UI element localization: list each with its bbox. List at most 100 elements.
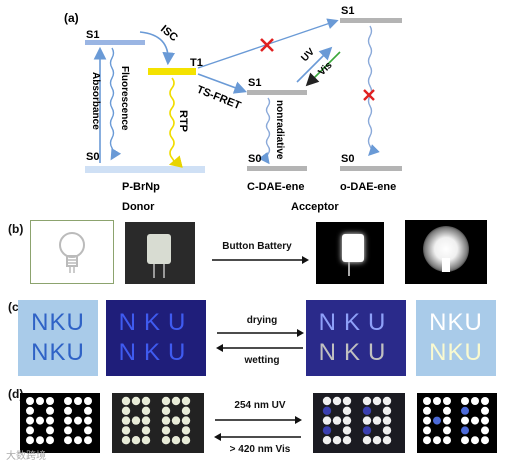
drying-label: drying xyxy=(246,315,278,326)
matrix-dot xyxy=(332,396,342,406)
nku-photo-uv: NKU NKU xyxy=(106,300,206,376)
matrix-dot xyxy=(322,436,332,445)
matrix-dot xyxy=(481,397,489,405)
uv-arrow xyxy=(296,46,333,83)
matrix-dot xyxy=(481,436,489,445)
matrix-dot xyxy=(443,406,451,415)
matrix-dot xyxy=(443,436,451,445)
drying-arrow xyxy=(217,329,304,337)
open-acceptor-name: o-DAE-ene xyxy=(340,181,396,193)
matrix-dot xyxy=(121,426,131,435)
matrix-dot xyxy=(443,426,451,435)
acceptor-role: Acceptor xyxy=(291,201,339,213)
matrix-dot xyxy=(461,426,469,435)
open-s0-level xyxy=(340,166,402,171)
uv-switch-arrow xyxy=(215,416,302,424)
nku-text: NKU xyxy=(429,339,483,366)
matrix-dot xyxy=(171,436,181,445)
matrix-dot xyxy=(181,416,191,425)
matrix-dot xyxy=(121,416,131,425)
dot-display-switched xyxy=(417,393,497,453)
matrix-dot xyxy=(362,426,372,435)
matrix-dot xyxy=(141,426,151,435)
matrix-dot xyxy=(471,397,479,405)
matrix-dot xyxy=(84,436,92,445)
energy-diagram: (a) S1 S0 T1 S1 S0 S1 S0 ISC Absorbance … xyxy=(64,5,402,213)
fluorescence-label: Fluorescence xyxy=(119,66,130,131)
nku-photo-dried: NKU NKU xyxy=(306,300,406,376)
nku-text: NKU xyxy=(31,309,85,336)
matrix-dot xyxy=(342,426,352,435)
nku-text: NKU xyxy=(429,309,483,336)
matrix-dot xyxy=(131,436,141,445)
matrix-dot xyxy=(36,397,44,405)
dot-photo-2-dots xyxy=(322,396,392,445)
matrix-dot xyxy=(161,396,171,406)
open-s1-level xyxy=(340,18,402,23)
state-label: S1 xyxy=(86,29,99,41)
matrix-dot xyxy=(131,416,141,425)
matrix-dot xyxy=(461,436,469,445)
matrix-dot xyxy=(161,416,171,425)
matrix-dot xyxy=(423,406,431,415)
matrix-dot xyxy=(471,436,479,445)
matrix-dot xyxy=(84,416,92,425)
state-label: S1 xyxy=(341,5,354,17)
nku-text: NKU xyxy=(118,339,194,366)
matrix-dot xyxy=(382,406,392,415)
matrix-dot xyxy=(481,406,489,415)
donor-name: P-BrNp xyxy=(122,181,160,193)
matrix-dot xyxy=(36,416,44,425)
absorbance-label: Absorbance xyxy=(90,72,101,130)
state-label: S1 xyxy=(248,77,261,89)
matrix-dot xyxy=(171,416,181,425)
matrix-dot xyxy=(433,436,441,445)
closed-acceptor-name: C-DAE-ene xyxy=(247,181,304,193)
matrix-dot xyxy=(141,436,151,445)
matrix-dot xyxy=(362,416,372,425)
panel-d-label: (d) xyxy=(8,387,24,401)
isc-arrow xyxy=(139,31,176,66)
matrix-dot xyxy=(141,406,151,415)
vis-switch-arrow xyxy=(214,433,301,441)
glowing-bulb-photo xyxy=(405,220,487,284)
panel-b-label: (b) xyxy=(8,222,24,236)
matrix-dot xyxy=(342,416,352,425)
matrix-dot xyxy=(46,426,54,435)
closed-s0-level xyxy=(247,166,307,171)
matrix-dot xyxy=(181,436,191,445)
state-label: T1 xyxy=(190,57,203,69)
matrix-dot xyxy=(322,396,332,406)
matrix-dot xyxy=(461,406,469,415)
matrix-dot xyxy=(46,416,54,425)
fluorescence-wave xyxy=(109,47,122,161)
matrix-dot xyxy=(74,397,82,405)
matrix-dot xyxy=(121,436,131,445)
matrix-dot xyxy=(161,406,171,415)
matrix-dot xyxy=(26,426,34,435)
uv-condition-label: 254 nm UV xyxy=(234,400,286,411)
nku-pattern-switched: NKU NKU xyxy=(416,300,496,376)
matrix-dot xyxy=(64,416,72,425)
matrix-dot xyxy=(26,406,34,415)
nku-text: NKU xyxy=(318,339,394,366)
uv-label: UV xyxy=(299,46,317,64)
matrix-dot xyxy=(342,396,352,406)
donor-role: Donor xyxy=(122,201,155,213)
matrix-dot xyxy=(443,397,451,405)
matrix-dot xyxy=(64,397,72,405)
matrix-dot xyxy=(382,436,392,445)
matrix-dot xyxy=(362,436,372,445)
matrix-dot xyxy=(131,396,141,406)
vis-arrow xyxy=(305,51,341,87)
matrix-dot xyxy=(141,416,151,425)
donor-s1-level xyxy=(85,40,145,45)
matrix-dot xyxy=(423,416,431,425)
matrix-dot xyxy=(471,416,479,425)
matrix-dot xyxy=(161,436,171,445)
matrix-dot xyxy=(372,436,382,445)
matrix-dot xyxy=(362,396,372,406)
matrix-dot xyxy=(481,426,489,435)
matrix-dot xyxy=(121,396,131,406)
